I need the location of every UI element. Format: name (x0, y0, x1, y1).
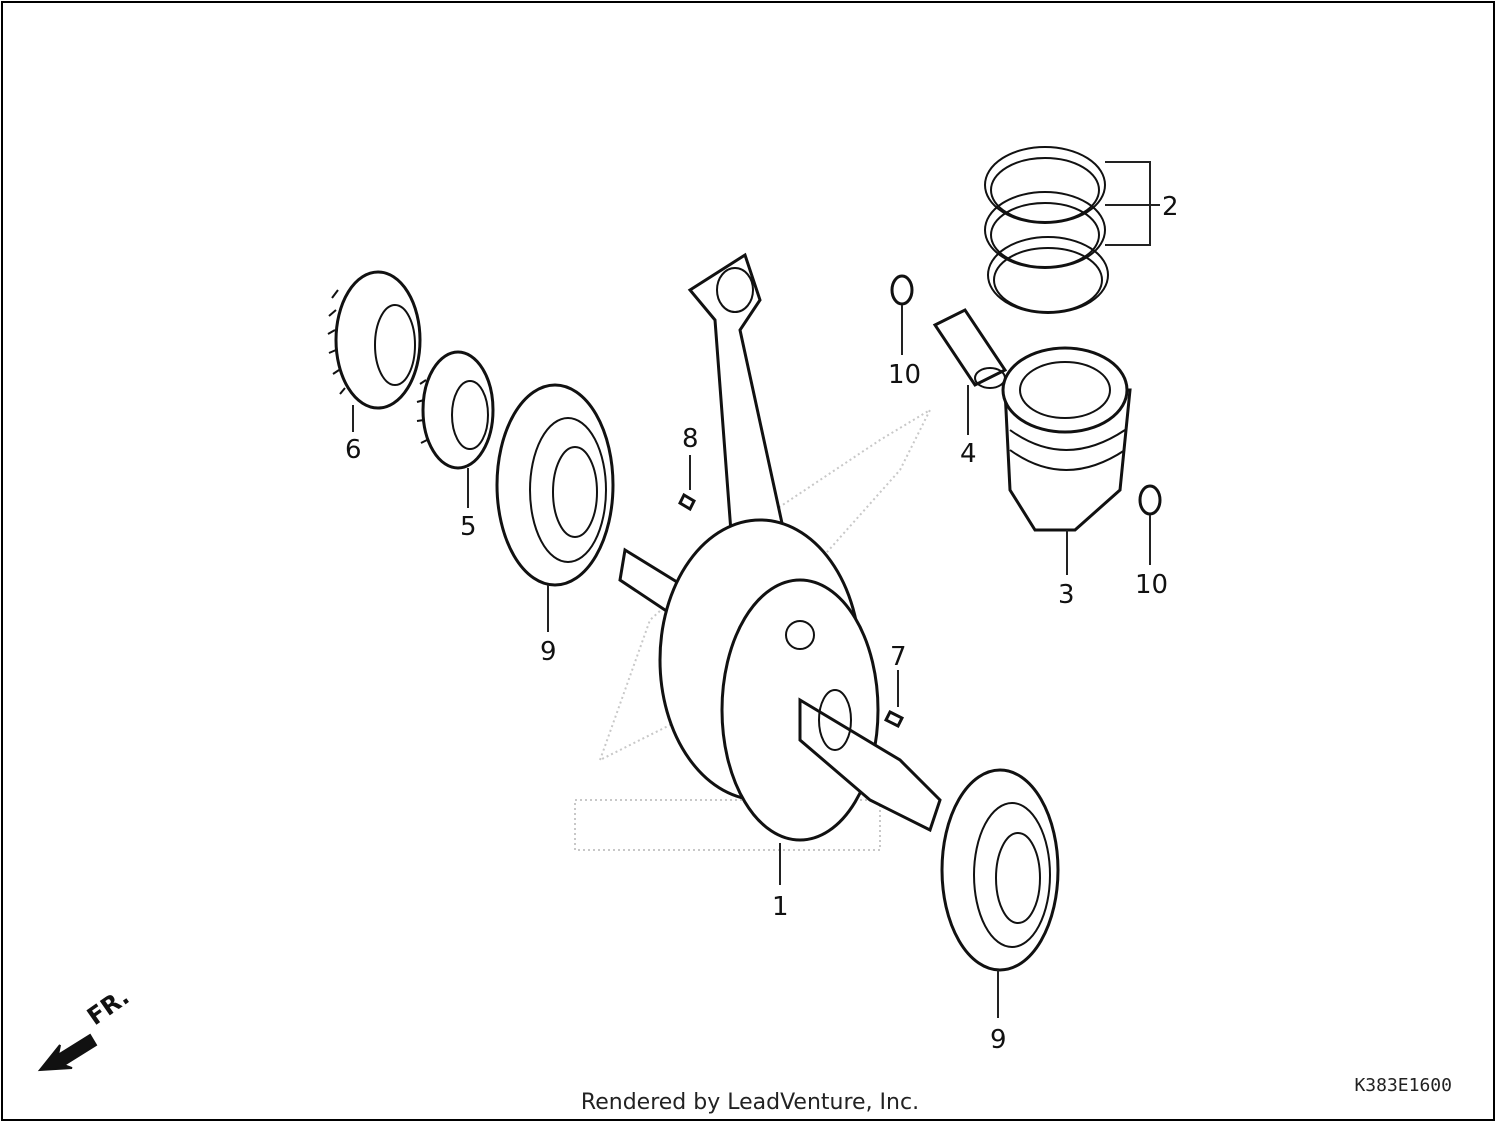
callout-4: 4 (960, 439, 977, 469)
watermark-logo (574, 407, 933, 851)
part-4-piston-pin[interactable] (932, 308, 1008, 389)
arrow-down-left-icon (37, 1033, 98, 1072)
leader-lines (352, 161, 1160, 1018)
part-10-clip-upper[interactable] (890, 274, 914, 306)
callout-5: 5 (460, 512, 477, 542)
footer-credit: Rendered by LeadVenture, Inc. (580, 1090, 920, 1115)
callout-2: 2 (1162, 192, 1179, 222)
callout-10-upper: 10 (888, 360, 921, 390)
part-10-clip-lower[interactable] (1138, 484, 1162, 516)
callout-10-lower: 10 (1135, 570, 1168, 600)
part-9-bearing-left[interactable] (495, 383, 615, 587)
callout-9-left: 9 (540, 637, 557, 667)
part-9-bearing-right[interactable] (940, 768, 1060, 972)
part-8-pin[interactable] (678, 492, 696, 512)
callout-6: 6 (345, 435, 362, 465)
callout-8: 8 (682, 424, 699, 454)
callout-1: 1 (772, 892, 789, 922)
part-2-piston-rings[interactable] (984, 146, 1109, 314)
part-1-crankshaft[interactable] (618, 252, 942, 842)
part-5-sprocket[interactable] (416, 350, 495, 470)
callout-7: 7 (890, 642, 907, 672)
callout-9-right: 9 (990, 1025, 1007, 1055)
part-3-piston[interactable] (1001, 346, 1132, 532)
part-6-gear[interactable] (327, 270, 422, 410)
callout-3: 3 (1058, 580, 1075, 610)
part-7-pin[interactable] (883, 709, 905, 729)
diagram-code: K383E1600 (1354, 1075, 1452, 1096)
